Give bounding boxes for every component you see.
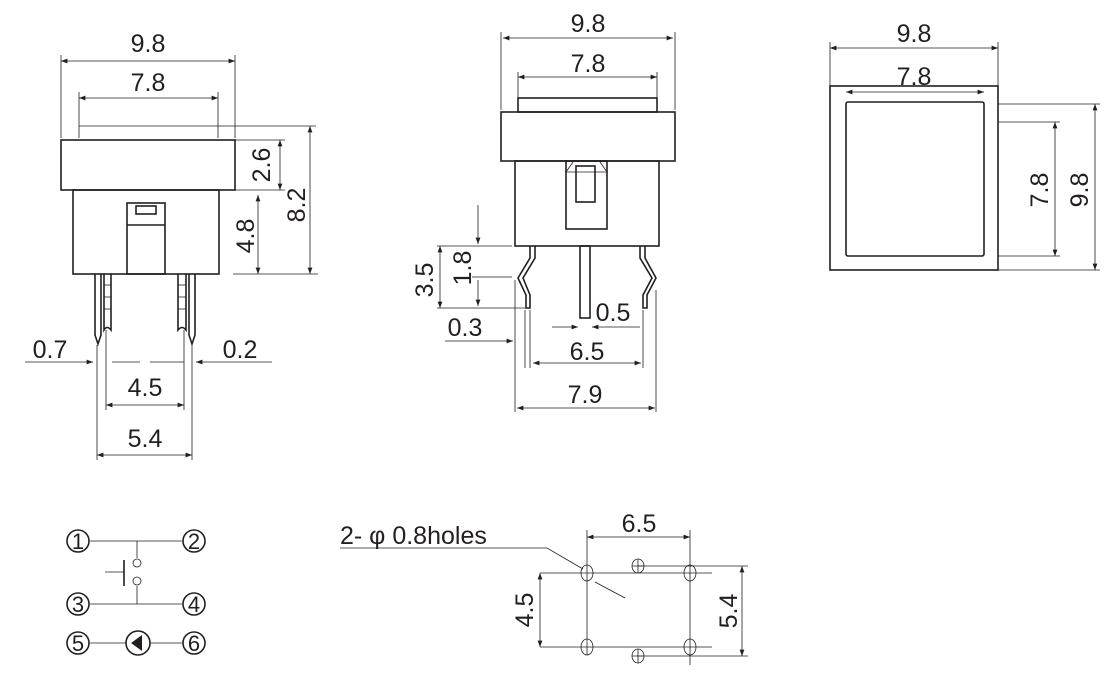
switch-contact — [132, 576, 142, 586]
side-view: 9.8 7.8 3.5 1.8 0.3 0.5 6.5 7.9 — [411, 10, 676, 412]
terminal-5: 5 — [66, 631, 90, 656]
svg-text:6: 6 — [188, 631, 200, 656]
dim-text: 9.8 — [131, 30, 166, 58]
dim-text: 4.5 — [128, 374, 163, 402]
switch-contact — [132, 558, 142, 568]
svg-text:2: 2 — [188, 529, 200, 554]
terminal-2: 2 — [182, 529, 206, 554]
dim-text: 2.6 — [248, 148, 276, 183]
dim-text: 1.8 — [449, 251, 477, 286]
left-pin — [517, 246, 536, 309]
dim-text: 5.4 — [128, 425, 163, 453]
svg-text:3: 3 — [72, 592, 84, 617]
dim-text: 3.5 — [411, 263, 439, 298]
dim-text: 7.8 — [897, 63, 932, 91]
dim-text: 7.8 — [571, 50, 606, 78]
dim-text: 0.2 — [223, 336, 258, 364]
inner-square — [845, 101, 985, 257]
dim-text: 0.3 — [448, 314, 483, 342]
dim-text: 8.2 — [283, 188, 311, 223]
small-hole — [631, 648, 645, 664]
cap-outline — [60, 139, 236, 191]
pcb-layout: 2- φ 0.8holes 6.5 4.5 5.4 — [340, 510, 748, 665]
dim-text: 7.8 — [1026, 173, 1054, 208]
dim-text: 9.8 — [571, 10, 606, 38]
body-outline — [514, 160, 660, 247]
hole — [580, 564, 594, 582]
cap-outline — [500, 111, 676, 162]
dim-text: 6.5 — [622, 510, 657, 538]
dim-text: 0.7 — [33, 336, 68, 364]
led-icon — [125, 630, 151, 656]
schematic: 1 2 3 4 5 6 — [66, 529, 206, 656]
dim-text: 7.9 — [568, 381, 603, 409]
holes-label: 2- φ 0.8holes — [340, 522, 487, 550]
dim-text: 4.8 — [232, 219, 260, 254]
dim-text: 0.5 — [596, 299, 631, 327]
left-pin — [94, 274, 112, 347]
dim-text: 7.8 — [131, 69, 166, 97]
center-pin — [579, 245, 591, 319]
right-pin — [639, 246, 657, 309]
svg-text:1: 1 — [72, 529, 84, 554]
terminal-4: 4 — [182, 592, 206, 617]
hole — [683, 564, 697, 582]
outer-square — [829, 85, 999, 271]
top-view: 9.8 7.8 7.8 9.8 — [829, 20, 1100, 271]
dim-text: 5.4 — [715, 594, 743, 629]
hole — [683, 638, 697, 656]
terminal-3: 3 — [66, 592, 90, 617]
terminal-6: 6 — [182, 631, 206, 656]
hole — [580, 638, 594, 656]
svg-text:4: 4 — [188, 592, 200, 617]
right-pin — [177, 274, 196, 347]
dim-text: 9.8 — [1066, 173, 1094, 208]
svg-text:5: 5 — [72, 631, 84, 656]
front-view: 9.8 7.8 2.6 4.8 8.2 0.7 0.2 4.5 5.4 — [25, 30, 318, 460]
dim-text: 4.5 — [511, 593, 539, 628]
dim-text: 9.8 — [897, 20, 932, 48]
small-hole — [631, 558, 645, 574]
terminal-1: 1 — [66, 529, 90, 554]
dim-text: 6.5 — [570, 338, 605, 366]
